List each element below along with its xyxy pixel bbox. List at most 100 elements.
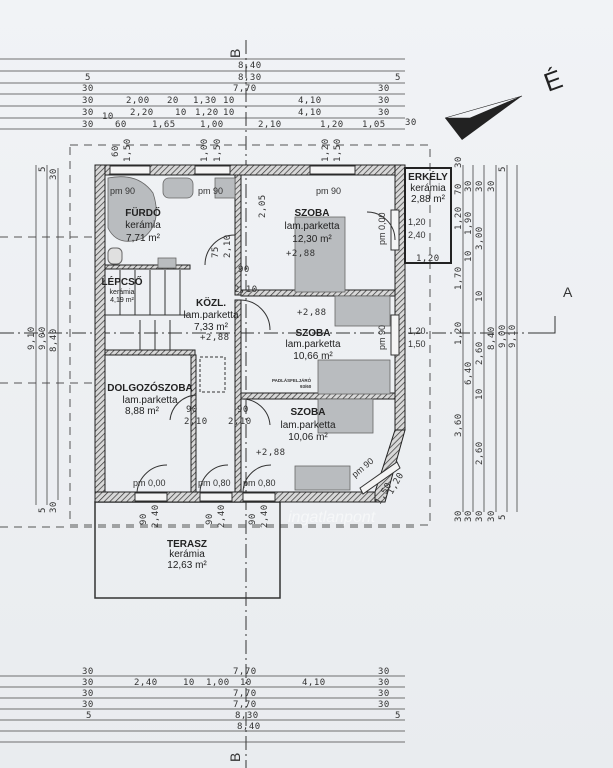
- dim-label: 2,60: [475, 341, 485, 365]
- dim-label: 5: [86, 711, 92, 721]
- sill-label: pm 90: [377, 325, 387, 350]
- level-szoba-3: +2,88: [256, 448, 286, 458]
- dim-label: 60: [115, 120, 127, 130]
- dim-label: 5: [498, 166, 508, 172]
- dim-label: 7,70: [233, 667, 257, 677]
- section-a-marker: [540, 316, 556, 334]
- hatch-size: 93/60: [300, 384, 312, 389]
- dim-label: 7,70: [233, 84, 257, 94]
- room-name-terasz: TERASZ: [167, 539, 207, 550]
- bed-icon: [317, 359, 391, 395]
- dim-label: 30: [487, 510, 497, 522]
- room-name-furdo: FÜRDŐ: [125, 206, 161, 219]
- desk-icon: [294, 465, 351, 491]
- room-area-lepcso: 4,19 m²: [110, 297, 134, 304]
- dim-label: 30: [82, 689, 94, 699]
- dim-label: 10: [464, 250, 474, 262]
- room-area-dolgozo: 8,88 m²: [125, 406, 160, 417]
- right-dimension-chain: 30 70 1,20 1,70 1,20 3,60 30 30 1,90 10 …: [454, 156, 518, 522]
- dim-label: 1,20: [320, 120, 344, 130]
- opening-label: 90: [139, 513, 149, 525]
- furniture: [105, 176, 391, 491]
- dim-label: 2,60: [475, 441, 485, 465]
- room-name-szoba-1: SZOBA: [295, 208, 330, 219]
- sill-label: pm 0,00: [377, 212, 387, 245]
- dim-label: 30: [405, 118, 417, 128]
- dim-label: 1,00: [200, 120, 224, 130]
- hatch-label: PADLÁSFELJÁRÓ: [272, 376, 312, 383]
- dim-label: 8,30: [238, 73, 262, 83]
- top-dimension-chain: 8,40 5 8,30 5 30 7,70 30 30 2,00 20 1,30…: [0, 58, 417, 130]
- opening-label: 90: [248, 513, 258, 525]
- dim-label: 30: [49, 168, 59, 180]
- dim-label: 30: [378, 700, 390, 710]
- opening-label: 1,50: [123, 138, 133, 162]
- section-b-top-label: B: [227, 49, 243, 58]
- dim-label: 30: [378, 108, 390, 118]
- dim-label: 8,40: [237, 722, 261, 732]
- opening-labels: 60 1,50 1,00 1,50 1,20 1,50 75 2,10 90 2…: [111, 138, 440, 528]
- interior-walls: [104, 174, 396, 493]
- dim-label: 1,20: [454, 206, 464, 230]
- room-name-szoba-2: SZOBA: [296, 328, 331, 339]
- dim-label: 1,05: [362, 120, 386, 130]
- sill-label: pm 0,80: [243, 478, 276, 488]
- dim-label: 30: [487, 180, 497, 192]
- dim-label: 5: [38, 507, 48, 513]
- room-floor-lepcso: kerámia: [110, 289, 135, 296]
- room-area-kozl: 7,33 m²: [194, 322, 229, 333]
- dim-label: 30: [475, 180, 485, 192]
- dim-label: 4,10: [298, 96, 322, 106]
- opening-label: 1,50: [408, 339, 426, 349]
- dim-label: 30: [49, 501, 59, 513]
- room-floor-erkely: kerámia: [410, 183, 446, 194]
- opening-label: 1,20: [408, 326, 426, 336]
- bed-icon: [317, 398, 374, 434]
- left-dimension-chain: 9,10 5 9,00 5 30 8,40 30: [27, 165, 59, 513]
- dim-label: 10: [475, 388, 485, 400]
- dim-label: 3,60: [454, 413, 464, 437]
- dim-label: 1,70: [454, 266, 464, 290]
- room-area-szoba-2: 10,66 m²: [293, 351, 333, 362]
- dim-label: 30: [454, 156, 464, 168]
- dim-label: 30: [82, 108, 94, 118]
- dim-label: 5: [395, 73, 401, 83]
- dim-label: 30: [82, 84, 94, 94]
- roof-outline: [69, 144, 431, 526]
- dim-label: 1,90: [464, 211, 474, 235]
- room-floor-kozl: lam.parketta: [183, 310, 238, 321]
- dim-label: 30: [82, 96, 94, 106]
- opening-label: 1,50: [333, 138, 343, 162]
- section-a-label: A: [563, 284, 573, 300]
- room-floor-szoba-2: lam.parketta: [285, 339, 340, 350]
- room-name-erkely: ERKÉLY: [408, 170, 448, 183]
- dim-label: 30: [82, 700, 94, 710]
- sill-label: pm 90: [350, 456, 376, 480]
- desk-icon: [334, 295, 391, 327]
- opening-label: 1,20: [321, 138, 331, 162]
- dim-label: 5: [498, 514, 508, 520]
- dim-label: 30: [464, 510, 474, 522]
- dim-label: 9,10: [27, 326, 37, 350]
- opening-label: 1,20: [416, 254, 440, 264]
- watermark: ingatlanpont: [288, 509, 376, 526]
- opening-label: 90: [205, 513, 215, 525]
- toilet-icon: [107, 247, 123, 265]
- dim-label: 1,65: [152, 120, 176, 130]
- door-swings: [136, 211, 396, 493]
- dim-label: 1,30: [193, 96, 217, 106]
- dim-label: 2,10: [258, 120, 282, 130]
- dim-label: 30: [82, 667, 94, 677]
- opening-label: 2,40: [151, 504, 161, 528]
- dim-label: 2,00: [126, 96, 150, 106]
- level-szoba-2: +2,88: [297, 308, 327, 318]
- dim-label: 30: [454, 510, 464, 522]
- dim-label: 30: [475, 510, 485, 522]
- level-szoba-1: +2,88: [286, 249, 316, 259]
- sill-label: pm 90: [316, 186, 341, 196]
- sill-label: pm 0,00: [133, 478, 166, 488]
- room-area-erkely: 2,88 m²: [411, 194, 446, 205]
- room-floor-terasz: kerámia: [169, 549, 205, 560]
- dim-label: 5: [395, 711, 401, 721]
